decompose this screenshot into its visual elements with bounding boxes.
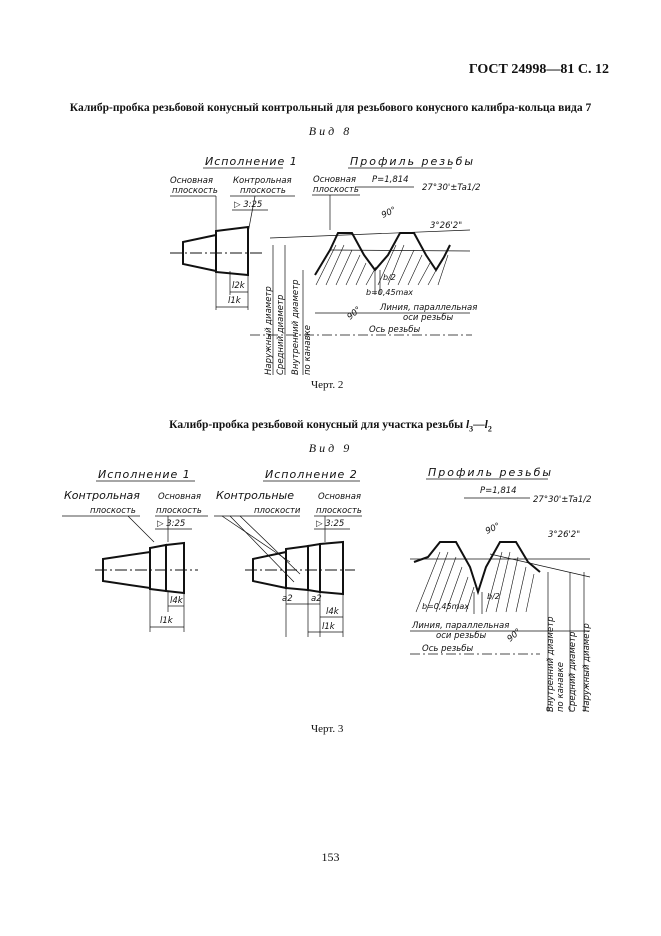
fig2-b-half-label: b/2 [383,273,396,282]
fig3-inner-diameter-2: по канавке [556,662,566,712]
section2-title-l2: l [484,419,488,431]
fig2-profile-base-plane-1: Основная [313,175,356,185]
fig3-v2-base-plane-2: плоскость [316,506,362,516]
fig2-pitch-label: P=1,814 [372,175,409,185]
fig2-l2k-label: l2k [232,281,246,291]
fig2-angle-90-bottom: 90° [346,305,364,322]
fig2-base-plane-label-1: Основная [170,176,213,186]
fig2-outer-diameter-label: Наружный диаметр [264,286,274,375]
fig3-profile-label: Профиль резьбы [428,466,553,479]
fig2-base-plane-label-2: плоскость [172,186,218,196]
fig3-mean-diameter: Средний диаметр [568,632,578,712]
fig3-l1k-label-1: l1k [160,616,174,626]
fig3-a2-label-2: a2 [311,594,322,604]
section1-title: Калибр-пробка резьбовой конусный контрол… [69,102,592,114]
fig3-taper-angle-label: 3°26'2" [548,530,580,540]
fig2-l1k-label: l1k [228,296,242,306]
fig2-variant-label: Исполнение 1 [205,155,298,168]
fig2-angle-90-label: 90° [380,205,398,220]
fig3-taper-1: ▷ 3:25 [157,519,185,529]
fig2-parallel-line-1: Линия, параллельная [379,303,477,313]
fig3-control-planes-1: Контрольные [216,489,294,502]
fig2-bmax-label: b=0,45max [366,288,413,297]
fig3-variant1-label: Исполнение 1 [98,468,191,481]
fig2-profile-label: Профиль резьбы [350,155,475,168]
fig2-taper-angle-label: 3°26'2" [430,221,462,231]
fig3-control-plane-2: плоскость [90,506,136,516]
figure-chert-2: Исполнение 1 Профиль резьбы Основная пло… [170,155,481,375]
section2-title-main: Калибр-пробка резьбовой конусный для уча… [169,419,466,431]
fig3-a2-label-1: a2 [282,594,293,604]
section1-view-label: Вид 8 [308,124,353,138]
fig3-outer-diameter: Наружный диаметр [582,623,592,712]
fig3-b-half-label: b/2 [487,592,500,601]
fig3-angle-tol-label: 27°30'±Ta1/2 [533,495,592,505]
fig2-mean-diameter-label: Средний диаметр [276,295,286,375]
section2-view-label: Вид 9 [308,441,353,455]
page-header-code: ГОСТ 24998—81 С. 12 [468,62,609,77]
fig2-axis-label: Ось резьбы [369,325,420,335]
fig2-taper-label: ▷ 3:25 [234,200,262,210]
fig2-control-plane-label-1: Контрольная [233,176,292,186]
fig3-base-plane-2: плоскость [156,506,202,516]
fig3-taper-2: ▷ 3:25 [316,519,344,529]
section2-title-dash: — [473,419,485,431]
fig3-variant2-label: Исполнение 2 [265,468,358,481]
fig3-pitch-label: P=1,814 [480,486,517,496]
fig3-parallel-line-1: Линия, параллельная [411,621,509,631]
fig3-caption: Черт. 3 [311,723,344,735]
fig2-control-plane-label-2: плоскость [240,186,286,196]
fig3-control-plane-1: Контрольная [64,489,140,502]
fig3-parallel-line-2: оси резьбы [436,631,486,641]
fig2-inner-diameter-label-2: по канавке [303,325,313,375]
fig2-angle-tol-label: 27°30'±Ta1/2 [422,183,481,193]
fig3-control-planes-2: плоскости [254,506,301,516]
section2-title-sub3: 3 [469,424,474,434]
section2-title-l3: l [465,419,470,431]
fig3-axis-label: Ось резьбы [422,644,473,654]
fig3-bmax-label: b=0,45max [422,602,469,611]
fig3-base-plane-1: Основная [158,492,201,502]
fig2-profile-base-plane-2: плоскость [313,185,359,195]
fig2-parallel-line-2: оси резьбы [403,313,453,323]
section2-title-sub2: 2 [487,424,492,434]
fig2-inner-diameter-label-1: Внутренний диаметр [291,280,301,375]
page-number: 153 [321,850,340,864]
fig3-v2-base-plane-1: Основная [318,492,361,502]
fig2-caption: Черт. 2 [311,379,344,391]
figure-chert-3: Исполнение 1 Контрольная плоскость Основ… [62,466,592,712]
fig3-l1k-label-2: l1k [322,622,336,632]
fig3-inner-diameter-1: Внутренний диаметр [546,617,556,712]
section2-title: Калибр-пробка резьбовой конусный для уча… [0,419,661,433]
fig3-angle-90-label: 90° [484,521,502,536]
fig3-l4k-label-2: l4k [326,607,340,617]
fig3-l4k-label-1: l4k [170,596,184,606]
